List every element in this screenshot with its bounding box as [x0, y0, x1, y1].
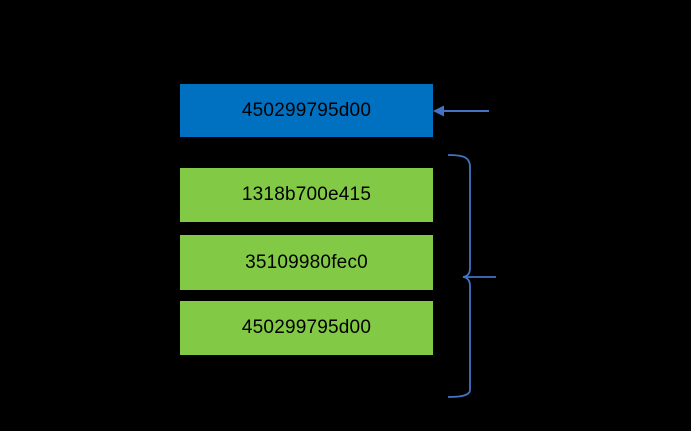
mac-address-label: 1318b700e415	[241, 184, 372, 205]
single-mac-address-box: 450299795d00	[180, 84, 433, 137]
mac-address-table-box: 35109980fec0	[180, 235, 433, 290]
left-arrow-icon	[433, 105, 489, 117]
mac-address-label: 450299795d00	[241, 317, 372, 338]
mac-address-label: 450299795d00	[241, 99, 372, 121]
curly-brace-icon	[447, 154, 496, 398]
mac-address-table-box: 450299795d00	[180, 301, 433, 355]
mac-address-label: 35109980fec0	[245, 251, 368, 273]
mac-address-table-box: 1318b700e415	[180, 168, 433, 222]
